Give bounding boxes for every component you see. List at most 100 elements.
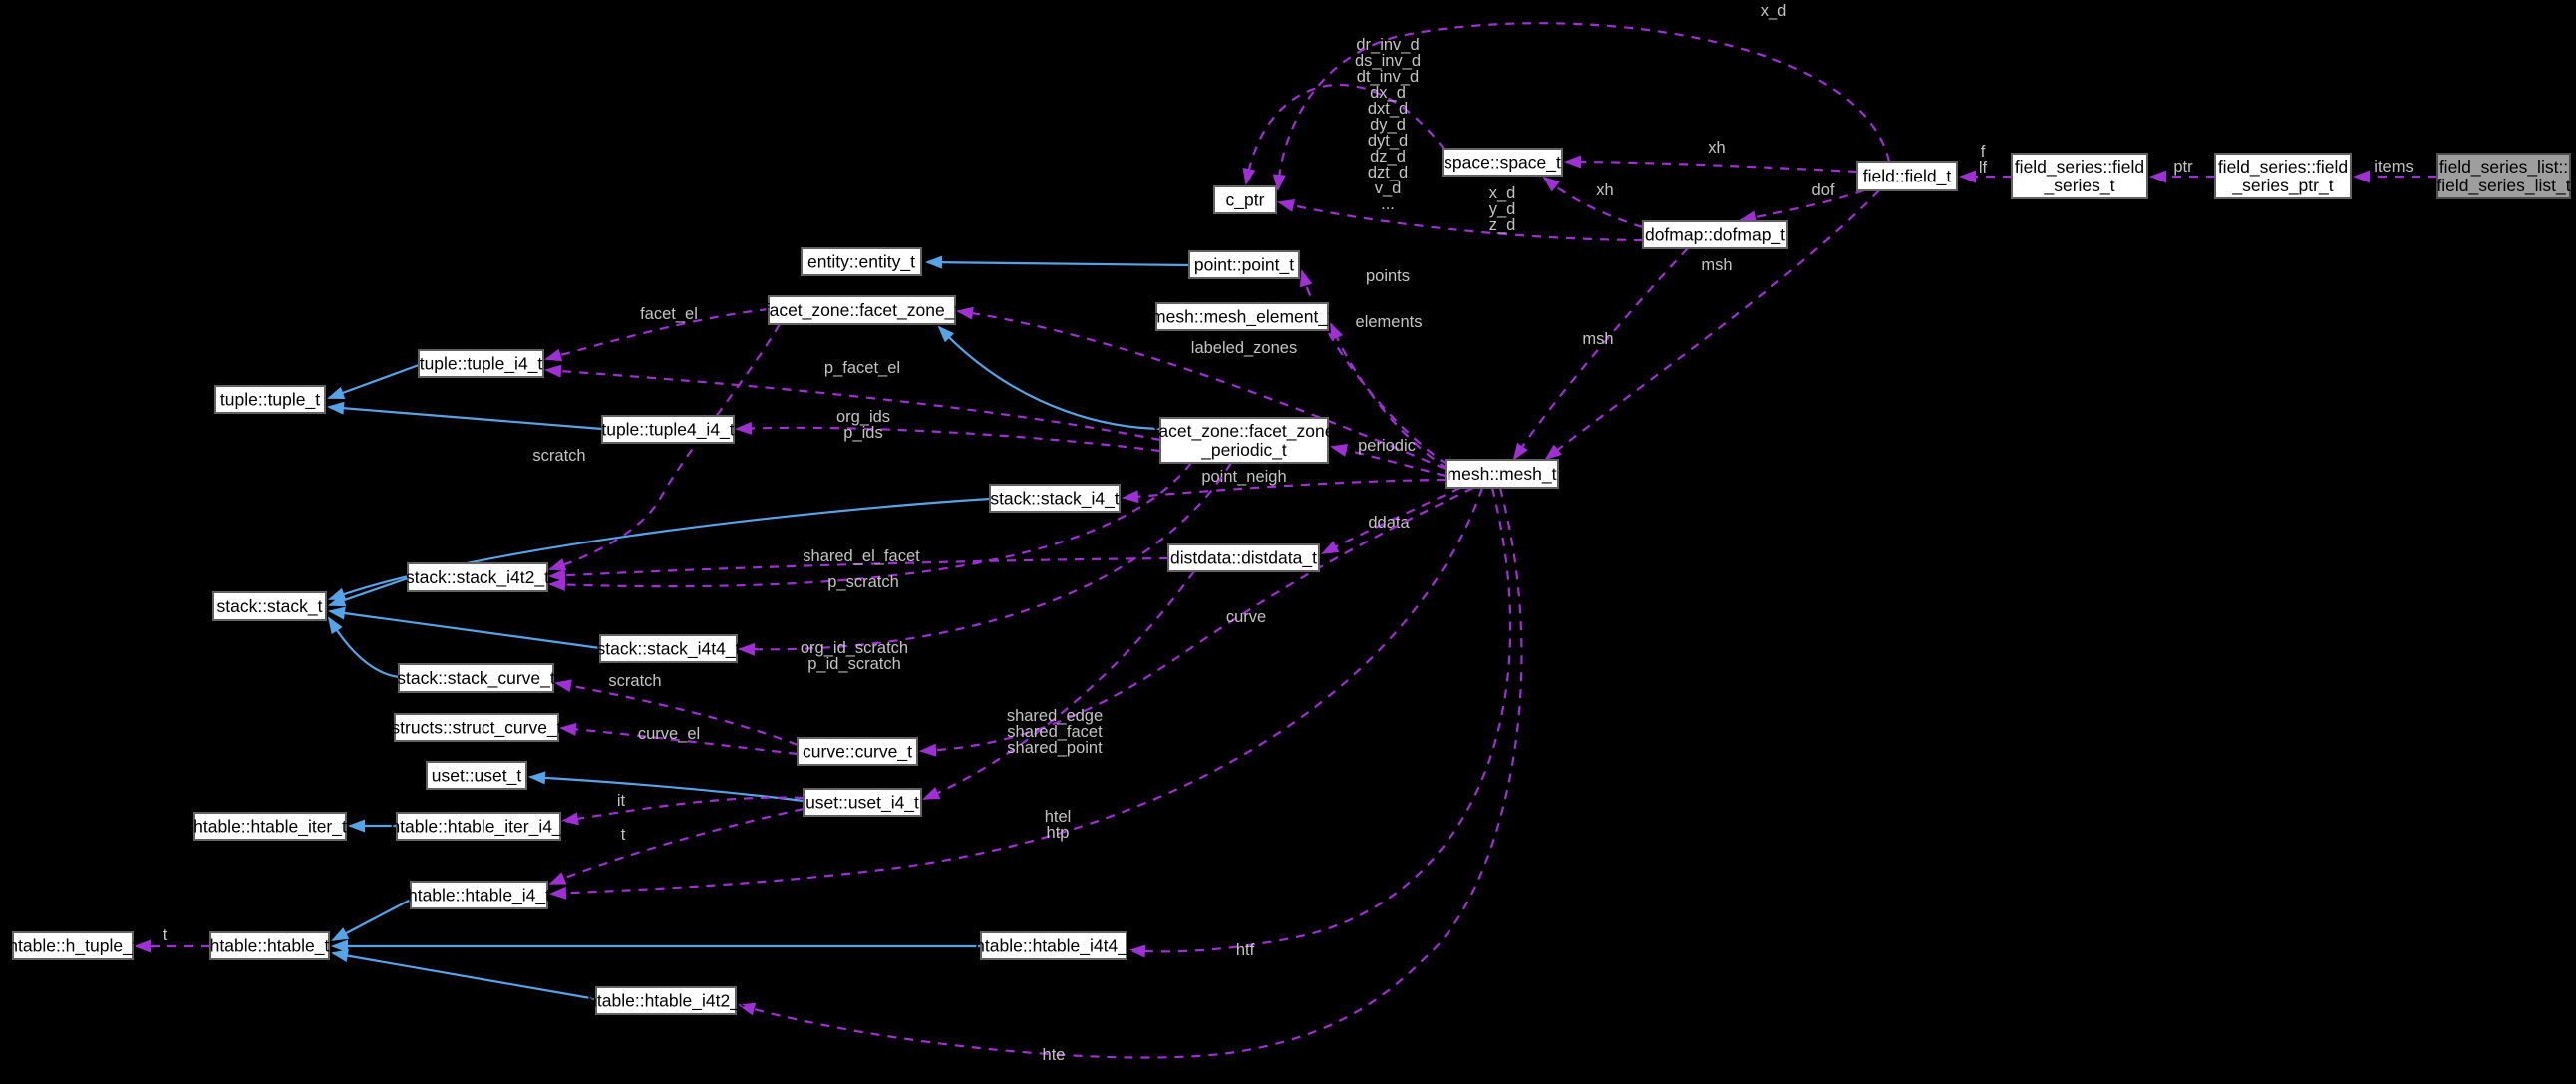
edge-mesh-uses-periodic: periodic: [1330, 437, 1447, 478]
node-uset-uset-t[interactable]: uset::uset_t: [426, 761, 527, 790]
arrowhead-icon: [1330, 322, 1344, 341]
arrowhead-icon: [1128, 944, 1146, 958]
node-htable-htable-i4t4-t[interactable]: htable::htable_i4t4_t: [975, 931, 1132, 960]
class-box[interactable]: [1213, 185, 1277, 214]
node-curve-curve-t[interactable]: curve::curve_t: [797, 737, 918, 766]
class-box[interactable]: [801, 247, 922, 276]
class-box[interactable]: [768, 295, 956, 325]
edge-label-periodic-uses-p-scratch: p_scratch: [827, 573, 899, 591]
edge-label-field-uses-mesh: msh: [1701, 256, 1732, 274]
node-stack-stack-t[interactable]: stack::stack_t: [212, 591, 327, 621]
class-name-text: point::point_t: [1194, 255, 1294, 276]
node-uset-uset-i4-t[interactable]: uset::uset_i4_t: [803, 788, 922, 817]
edge-dofmap-uses-cptr: x_dy_dz_d: [1277, 184, 1644, 242]
node-tuple-tuple-t[interactable]: tuple::tuple_t: [214, 385, 326, 414]
edge-label-mesh-uses-point-neigh: point_neigh: [1201, 468, 1286, 486]
edge-label-list-uses-ptr: items: [2374, 158, 2413, 176]
node-htable-h-tuple-t[interactable]: htable::h_tuple_t: [8, 931, 138, 960]
node-field-series-field-series-ptr-t[interactable]: field_series::field_series_ptr_t: [2214, 153, 2352, 199]
node-htable-htable-iter-i4-t[interactable]: htable::htable_iter_i4_t: [390, 812, 567, 841]
arrowhead-icon: [738, 1002, 757, 1016]
class-box[interactable]: [410, 881, 548, 909]
node-tuple-tuple4-i4-t[interactable]: tuple::tuple4_i4_t: [601, 415, 735, 444]
edge-label-dofmap-uses-cptr-1: y_d: [1489, 200, 1516, 218]
class-box[interactable]: [209, 931, 330, 960]
node-htable-htable-iter-t[interactable]: htable::htable_iter_t: [193, 812, 347, 841]
class-box[interactable]: [398, 663, 554, 693]
node-dofmap-dofmap-t[interactable]: dofmap::dofmap_t: [1642, 220, 1788, 249]
arrowhead-icon: [549, 886, 567, 900]
edge-label-periodic-uses-org-id-scratch: org_id_scratch: [801, 639, 908, 657]
node-field-series-field-series-t[interactable]: field_series::field_series_t: [2011, 153, 2148, 199]
class-box[interactable]: [1188, 250, 1300, 279]
class-box[interactable]: [989, 484, 1121, 513]
node-mesh-mesh-element-t[interactable]: mesh::mesh_element_t: [1151, 302, 1333, 331]
node-entity-entity-t[interactable]: entity::entity_t: [801, 247, 922, 276]
class-name-text: tuple::tuple_i4_t: [420, 354, 543, 375]
class-box[interactable]: [426, 761, 527, 790]
class-box[interactable]: [1642, 220, 1788, 249]
class-box[interactable]: [601, 415, 735, 444]
class-box[interactable]: [1445, 459, 1559, 489]
node-stack-stack-curve-t[interactable]: stack::stack_curve_t: [397, 663, 555, 693]
node-htable-htable-i4t2-t[interactable]: htable::htable_i4t2_t: [587, 986, 745, 1015]
node-facet-zone-facet-zone-t[interactable]: facet_zone::facet_zone_t: [765, 295, 960, 325]
class-box[interactable]: [407, 562, 548, 592]
arrowhead-icon: [925, 255, 943, 269]
class-box[interactable]: [803, 788, 922, 817]
arrowhead-icon: [327, 386, 346, 399]
edge-label-uset-i4-uses-it: it: [617, 792, 626, 810]
arrowhead-icon: [1122, 490, 1139, 504]
class-box[interactable]: [12, 931, 134, 960]
node-stack-stack-i4t2-t[interactable]: stack::stack_i4t2_t: [406, 562, 549, 592]
edge-label-distdata-uses-shared-el-facet: shared_el_facet: [803, 547, 920, 565]
node-distdata-distdata-t[interactable]: distdata::distdata_t: [1167, 543, 1320, 572]
node-c-ptr[interactable]: c_ptr: [1213, 185, 1277, 214]
class-box[interactable]: [1442, 148, 1563, 177]
edge-stack-curve-inherits-stack: [327, 616, 400, 679]
edge-label-space-uses-cptr-6: dyt_d: [1368, 132, 1408, 150]
class-box[interactable]: [214, 385, 326, 414]
edge-field-uses-space: xh: [1564, 139, 1858, 174]
node-point-point-t[interactable]: point::point_t: [1188, 250, 1300, 279]
edge-space-uses-cptr: dr_inv_dds_inv_ddt_inv_ddx_ddxt_ddy_ddyt…: [1242, 36, 1446, 213]
class-box[interactable]: [599, 634, 738, 663]
class-box[interactable]: [212, 591, 327, 621]
node-htable-htable-t[interactable]: htable::htable_t: [209, 931, 330, 960]
class-box[interactable]: [1167, 543, 1320, 572]
class-box[interactable]: [193, 812, 347, 841]
edge-label-mesh-uses-htel-htp-1: htp: [1047, 824, 1070, 842]
class-box[interactable]: [394, 713, 559, 742]
node-mesh-mesh-t[interactable]: mesh::mesh_t: [1445, 459, 1559, 489]
class-box[interactable]: [980, 931, 1127, 960]
class-box[interactable]: [1159, 417, 1329, 464]
arrowhead-icon: [548, 577, 566, 591]
class-name-text: structs::struct_curve_t: [391, 718, 561, 739]
class-box[interactable]: [396, 812, 561, 841]
edge-label-space-uses-cptr-4: dxt_d: [1368, 100, 1408, 118]
node-structs-struct-curve-t[interactable]: structs::struct_curve_t: [391, 713, 562, 742]
node-stack-stack-i4-t[interactable]: stack::stack_i4_t: [989, 484, 1121, 513]
arrowhead-icon: [327, 616, 343, 635]
class-name-text: stack::stack_curve_t: [397, 668, 555, 689]
class-box[interactable]: [2214, 153, 2352, 199]
class-box[interactable]: [2011, 153, 2148, 199]
node-stack-stack-i4t4-t[interactable]: stack::stack_i4t4_t: [597, 634, 741, 663]
edge-label-series-uses-field-1: lf: [1979, 159, 1988, 177]
node-field-field-t[interactable]: field::field_t: [1856, 161, 1958, 191]
node-facet-zone-facet-zone-periodic-t[interactable]: facet_zone::facet_zone_periodic_t: [1154, 417, 1335, 464]
class-box[interactable]: [1856, 161, 1958, 191]
class-box[interactable]: [418, 349, 544, 378]
node-tuple-tuple-i4-t[interactable]: tuple::tuple_i4_t: [418, 349, 544, 378]
node-space-space-t[interactable]: space::space_t: [1442, 148, 1563, 177]
node-htable-htable-i4-t[interactable]: htable::htable_i4_t: [408, 881, 550, 909]
edge-label-mesh-uses-points: points: [1366, 267, 1410, 285]
arrowhead-icon: [348, 819, 365, 833]
class-box[interactable]: [797, 737, 918, 766]
edge-label-mesh-uses-curve: curve: [1226, 608, 1266, 626]
class-box[interactable]: [595, 986, 737, 1015]
class-box[interactable]: [1155, 302, 1329, 331]
edge-uset-i4-uses-t: t: [548, 807, 805, 886]
